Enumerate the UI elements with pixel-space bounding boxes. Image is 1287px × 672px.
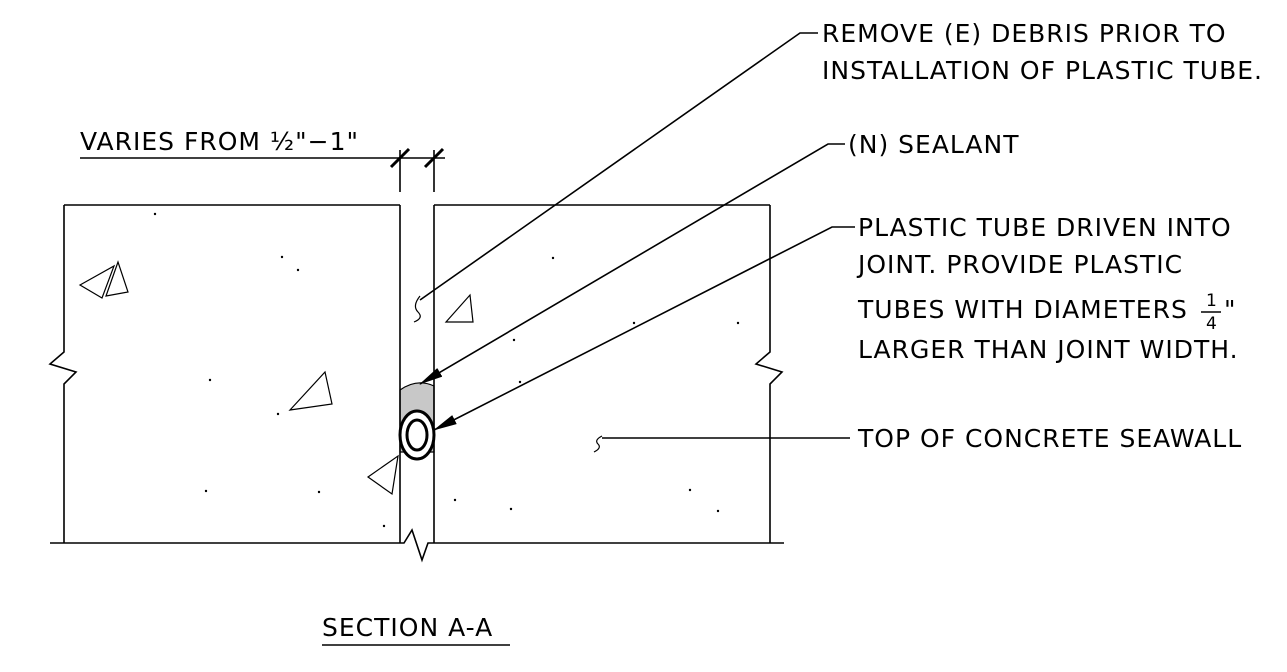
dimension-fraction: ½ [270,127,295,156]
seawall-callout: TOP OF CONCRETE SEAWALL [857,424,1242,453]
dimension-suffix: "−1" [295,127,359,156]
joint-width-dimension [80,147,445,192]
dimension-prefix: VARIES FROM [80,127,270,156]
fraction-denominator: 4 [1206,314,1218,334]
section-title: SECTION A-A [322,613,493,642]
concrete-speckles [153,212,740,528]
plastic-tube [398,409,436,461]
debris-leader [413,32,818,323]
debris-callout-line1: REMOVE (E) DEBRIS PRIOR TO [822,19,1227,48]
debris-callout-line2: INSTALLATION OF PLASTIC TUBE. [822,56,1263,85]
tube-callout-line3-pre: TUBES WITH DIAMETERS [857,295,1188,324]
tube-callout-line1: PLASTIC TUBE DRIVEN INTO [858,213,1232,242]
tube-callout-line3: TUBES WITH DIAMETERS [857,295,1188,324]
concrete-aggregate [78,260,474,496]
sealant-leader [419,143,845,385]
fraction-numerator: 1 [1206,291,1218,311]
tube-callout-line2: JOINT. PROVIDE PLASTIC [856,250,1183,279]
tube-leader [433,226,855,431]
seawall-leader [593,435,850,453]
tube-callout-line3-post: " [1224,295,1237,324]
dimension-label: VARIES FROM ½"−1" [80,127,359,156]
left-concrete-slab [48,204,401,543]
tube-callout-line4: LARGER THAN JOINT WIDTH. [858,335,1239,364]
right-concrete-slab [433,204,784,543]
sealant-callout: (N) SEALANT [848,130,1020,159]
bottom-break-line [50,528,784,563]
